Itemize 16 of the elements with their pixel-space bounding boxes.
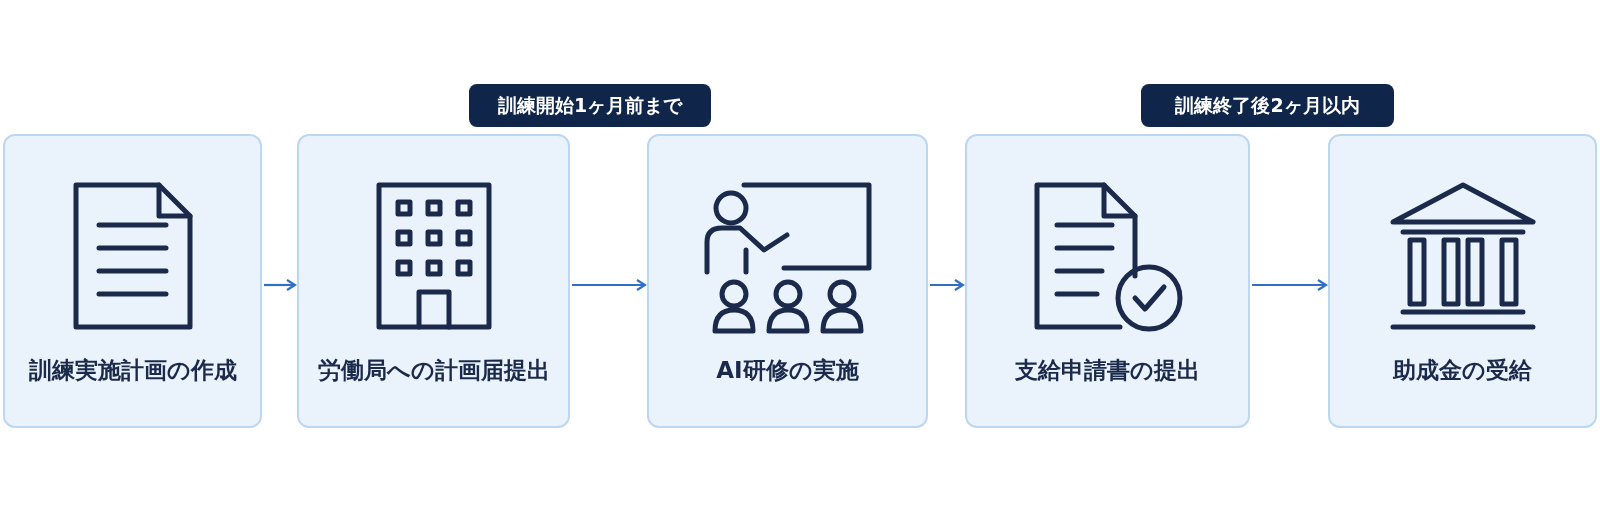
step-label: 訓練実施計画の作成 bbox=[27, 356, 238, 385]
arrow bbox=[572, 278, 647, 292]
step-card bbox=[3, 134, 262, 428]
timing-badge: 訓練終了後2ヶ月以内 bbox=[1141, 84, 1394, 127]
arrow bbox=[930, 278, 965, 292]
arrow bbox=[1252, 278, 1328, 292]
step-card bbox=[297, 134, 570, 428]
step-card bbox=[647, 134, 928, 428]
step-label: AI研修の実施 bbox=[715, 356, 860, 385]
step-label: 助成金の受給 bbox=[1392, 356, 1533, 385]
arrow bbox=[264, 278, 297, 292]
step-card bbox=[1328, 134, 1597, 428]
step-label: 支給申請書の提出 bbox=[1014, 356, 1201, 385]
step-card bbox=[965, 134, 1250, 428]
timing-badge: 訓練開始1ヶ月前まで bbox=[469, 84, 711, 127]
step-label: 労働局への計画届提出 bbox=[316, 356, 551, 385]
